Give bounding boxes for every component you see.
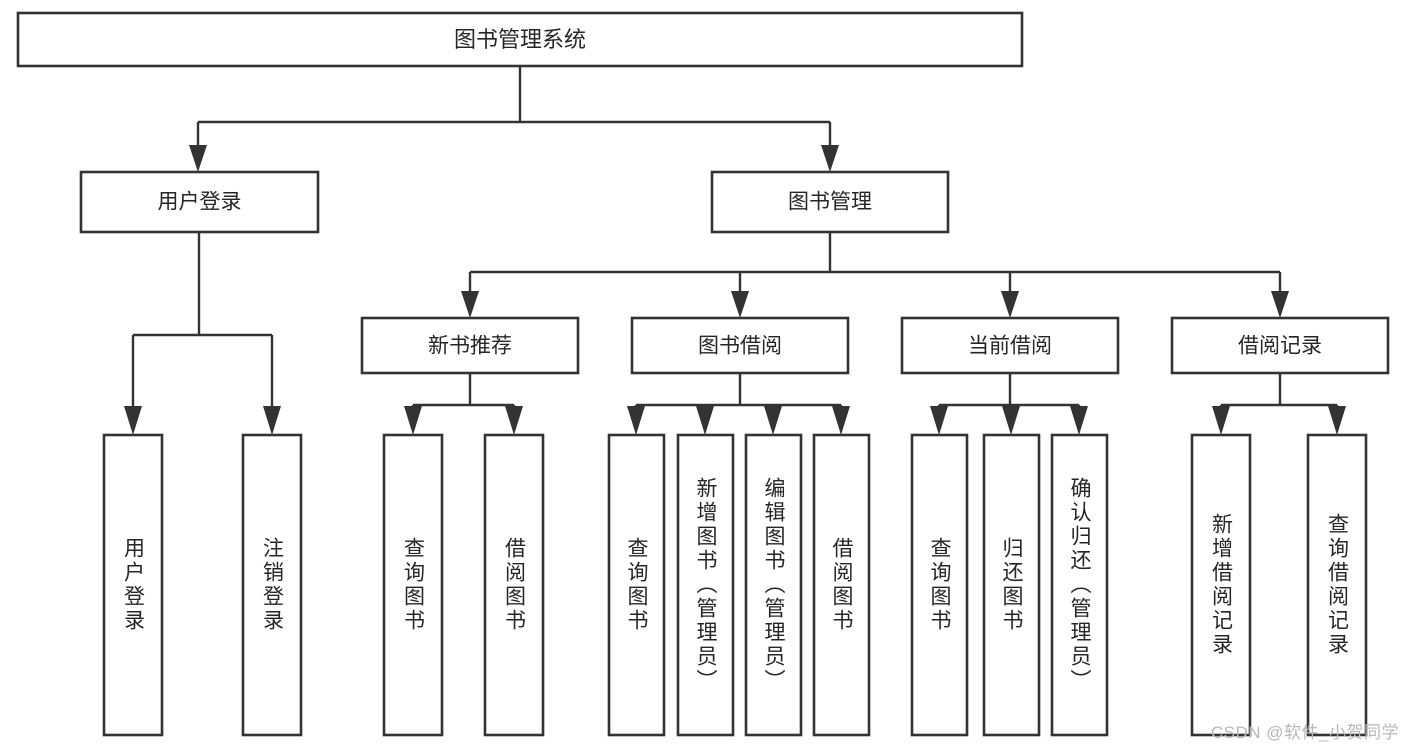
node-current-borrow[interactable]: 当前借阅 [900,316,1120,375]
arrow-bb-to-leaf-borrow-book [832,406,850,435]
node-leaf-query-record-box[interactable] [1306,433,1368,737]
node-leaf-edit-book-box[interactable] [744,433,803,737]
arrow-br-to-leaf-add-record [1212,406,1230,435]
node-book-management[interactable]: 图书管理 [710,170,950,234]
arrow-bb-to-leaf-query-book [627,406,645,435]
node-book-borrow[interactable]: 图书借阅 [630,316,850,375]
node-leaf-user-login-box[interactable] [102,433,164,737]
node-new-book-recommend[interactable]: 新书推荐 [360,316,580,375]
node-root[interactable]: 图书管理系统 [16,11,1024,68]
node-leaf-query-book-2-box[interactable] [607,433,666,737]
node-borrow-record-label: 借阅记录 [1238,335,1322,358]
node-book-management-label: 图书管理 [788,191,872,214]
arrow-cb-to-leaf-return-book [1002,406,1020,435]
connector-layer [124,66,1346,435]
node-leaf-borrow-book-1-box[interactable] [483,433,545,737]
node-leaf-return-book-box[interactable] [982,433,1041,737]
node-root-label: 图书管理系统 [454,27,586,52]
arrow-bm-to-borrow-record [1271,291,1289,318]
edge-newbook-bus [411,373,516,412]
horizontal-node-layer: 图书管理系统 用户登录 图书管理 新书推荐 图书借阅 当前借阅 [16,11,1390,375]
arrow-br-to-leaf-query-record [1328,406,1346,435]
node-user-login-label: 用户登录 [158,191,242,214]
arrow-cb-to-leaf-query-book [930,406,948,435]
arrow-bm-to-book-borrow [731,291,749,318]
node-user-login[interactable]: 用户登录 [79,170,320,234]
arrow-newbook-to-leaf-query-book [404,406,422,435]
node-new-book-recommend-label: 新书推荐 [428,335,512,358]
arrow-bb-to-leaf-edit-book [764,406,782,435]
node-leaf-add-book-box[interactable] [676,433,735,737]
arrow-userlogin-to-leaf-logout [263,406,281,435]
node-current-borrow-label: 当前借阅 [968,335,1052,358]
arrow-root-to-book-management [821,145,839,172]
node-leaf-borrow-book-2-box[interactable] [812,433,871,737]
edge-bookmanagement-bus [468,232,1282,298]
arrow-bb-to-leaf-add-book [696,406,714,435]
arrow-bm-to-new-book-recommend [461,291,479,318]
node-leaf-confirm-return-box[interactable] [1050,433,1109,737]
node-leaf-logout-box[interactable] [241,433,303,737]
node-borrow-record[interactable]: 借阅记录 [1170,316,1390,375]
vertical-node-layer [102,433,1368,737]
node-leaf-query-book-3-box[interactable] [910,433,969,737]
node-book-borrow-label: 图书借阅 [698,335,782,358]
edge-borrowrecord-bus [1219,373,1339,412]
arrow-bm-to-current-borrow [1001,291,1019,318]
edge-root-bus [196,66,832,152]
csdn-watermark: CSDN @软件_小贺同学 [1210,723,1399,742]
arrow-newbook-to-leaf-borrow-book [505,406,523,435]
edge-userlogin-bus [131,232,274,412]
arrow-root-to-user-login [189,145,207,172]
edge-bookborrow-bus [634,373,843,412]
node-leaf-add-record-box[interactable] [1190,433,1252,737]
node-leaf-query-book-1-box[interactable] [382,433,444,737]
arrow-userlogin-to-leaf-user-login [124,406,142,435]
arrow-cb-to-leaf-confirm-return [1070,406,1088,435]
